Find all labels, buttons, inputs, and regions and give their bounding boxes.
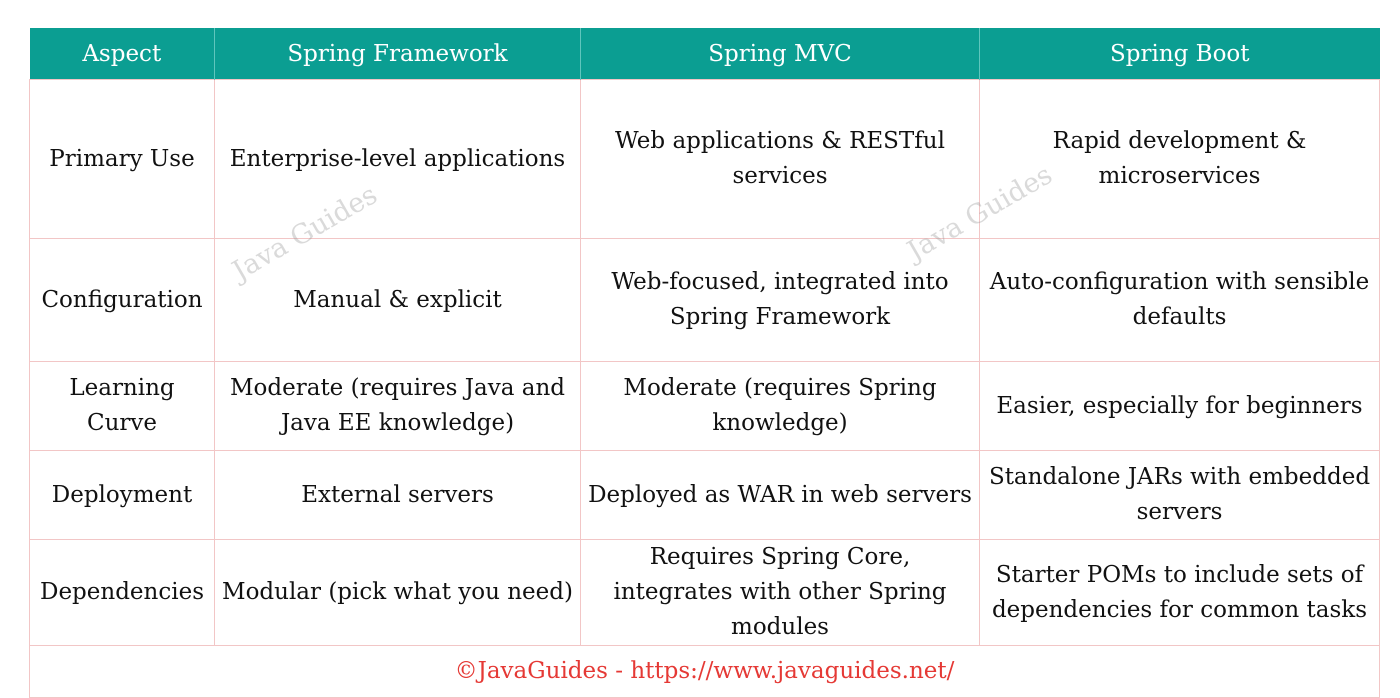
row-label-configuration: Configuration	[29, 238, 215, 362]
copyright-footer: ©JavaGuides - https://www.javaguides.net…	[29, 645, 1380, 698]
table-cell: Requires Spring Core, integrates with ot…	[580, 539, 980, 646]
table-cell: Auto-configuration with sensible default…	[979, 238, 1380, 362]
comparison-table-container: Aspect Spring Framework Spring MVC Sprin…	[29, 28, 1380, 698]
row-label-learning-curve: Learning Curve	[29, 361, 215, 451]
header-spring-framework: Spring Framework	[214, 28, 581, 80]
table-row: Primary Use Enterprise-level application…	[29, 79, 1380, 239]
table-cell: Web applications & RESTful services	[580, 79, 980, 239]
row-label-deployment: Deployment	[29, 450, 215, 540]
row-label-dependencies: Dependencies	[29, 539, 215, 646]
table-cell: Manual & explicit	[214, 238, 581, 362]
footer-row: ©JavaGuides - https://www.javaguides.net…	[29, 645, 1380, 698]
table-cell: Starter POMs to include sets of dependen…	[979, 539, 1380, 646]
table-cell: Moderate (requires Spring knowledge)	[580, 361, 980, 451]
header-row: Aspect Spring Framework Spring MVC Sprin…	[29, 28, 1380, 80]
table-row: Learning Curve Moderate (requires Java a…	[29, 361, 1380, 451]
table-cell: Moderate (requires Java and Java EE know…	[214, 361, 581, 451]
table-row: Configuration Manual & explicit Web-focu…	[29, 238, 1380, 362]
header-spring-boot: Spring Boot	[979, 28, 1380, 80]
table-row: Dependencies Modular (pick what you need…	[29, 539, 1380, 646]
row-label-primary-use: Primary Use	[29, 79, 215, 239]
comparison-table: Aspect Spring Framework Spring MVC Sprin…	[29, 28, 1380, 698]
header-spring-mvc: Spring MVC	[580, 28, 980, 80]
table-cell: Enterprise-level applications	[214, 79, 581, 239]
table-cell: Modular (pick what you need)	[214, 539, 581, 646]
table-cell: Rapid development & microservices	[979, 79, 1380, 239]
table-row: Deployment External servers Deployed as …	[29, 450, 1380, 540]
table-cell: Easier, especially for beginners	[979, 361, 1380, 451]
header-aspect: Aspect	[29, 28, 215, 80]
table-cell: Deployed as WAR in web servers	[580, 450, 980, 540]
table-cell: External servers	[214, 450, 581, 540]
table-cell: Standalone JARs with embedded servers	[979, 450, 1380, 540]
table-cell: Web-focused, integrated into Spring Fram…	[580, 238, 980, 362]
